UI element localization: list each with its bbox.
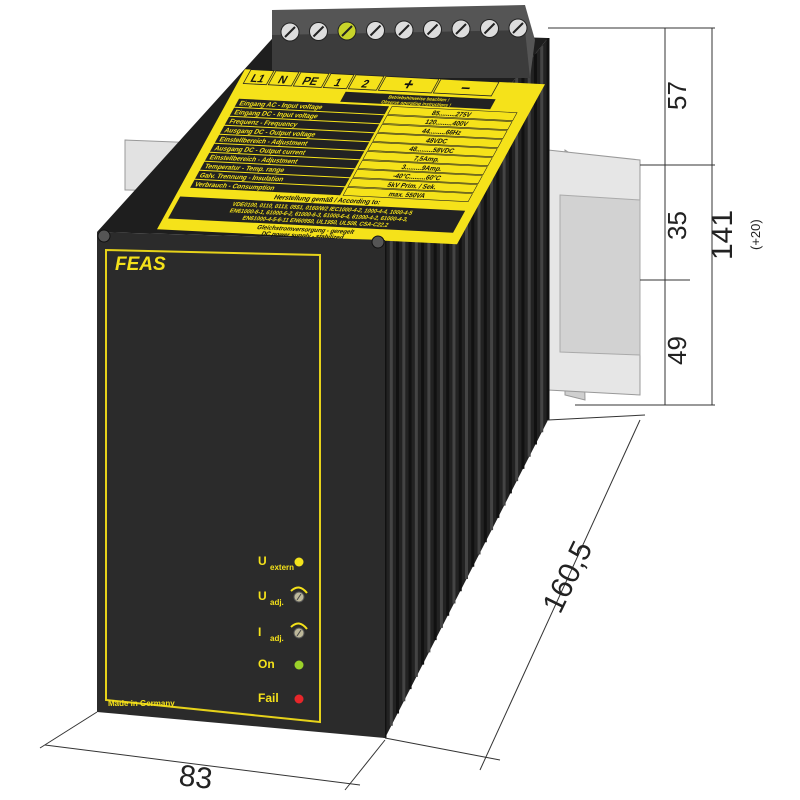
label-row-value: 48VDC [424,138,449,146]
terminal-slot [267,70,300,87]
indicator-on: On [258,657,304,671]
terminal-slot [377,75,440,94]
led-icon [294,694,304,704]
dim-top-section: 57 [662,81,692,110]
label-according-title: Herstellung gemäß / According to: [272,194,381,206]
label-row-value: 7,5Amp. [412,156,441,164]
screw-slot [426,23,439,36]
screw-slot [455,23,467,35]
label-row-name: Eingang AC - Input voltage [238,101,324,112]
indicator-label: On [258,657,275,671]
label-row-name: Eingang DC - Input voltage [233,110,320,121]
adjust-arc-icon [290,622,308,630]
label-row-name: Ausgang DC - Output voltage [223,128,317,139]
indicator-sublabel: adj. [270,634,284,643]
brand-logo: FEAS [115,254,166,275]
led-icon [294,557,304,567]
dim-rail: 35 [662,211,692,240]
indicator-fail: Fail [258,691,304,705]
label-row-name: Verbrauch - Consumption [193,182,276,192]
label-description: DC power supply - stabilized [260,231,345,242]
label-row-name: Temperatur - Temp. range [203,164,286,174]
terminal-label: PE [300,74,322,88]
label-row-name: Einstellbereich - Adjustment [218,137,310,148]
indicator-label: I [258,625,261,639]
label-row-value: max. 550VA [387,191,427,199]
label-row-name: Galv. Trennung - Insulation [198,173,285,184]
screw-slot [512,22,524,34]
terminal-slot [292,71,330,88]
indicator-label: U [258,589,267,603]
dim-height-extra: (+20) [748,219,763,250]
indicator-label: Fail [258,691,279,705]
label-row-name: Frequenz - Frequency [228,119,299,129]
screw-slot [341,25,353,37]
label-notice: Observe operating instructions ! [380,100,453,109]
indicator-sublabel: adj. [270,598,284,607]
screw-slot [284,26,296,38]
label-notice: Betriebshinweise beachten ! [387,95,451,104]
label-row-value: 48.........58VDC [407,146,455,155]
made-in-germany: Made in Germany [108,699,175,708]
adjust-arc-icon [290,586,308,594]
label-description: Gleichstromversorgung - geregelt [255,224,356,235]
label-row-value: -40°C.........60°C [391,172,443,182]
label-row-value: 44.........66Hz [420,128,463,136]
led-icon [294,660,304,670]
label-row-value: 5kV Prim. / Sek. [386,182,438,191]
screw-slot [312,25,325,38]
terminal-slot [322,73,355,90]
label-row-name: Einstellbereich - Adjustment [208,155,300,166]
label-row-value: 85.........275V [430,110,473,118]
terminal-block [272,5,535,78]
dim-bottom-section: 49 [662,336,692,365]
dim-depth: 160,5 [537,536,600,618]
label-row-value: 120.........400V [423,119,469,128]
terminal-slot [347,74,385,91]
terminal-slot [432,78,500,97]
dim-width: 83 [177,759,214,796]
indicator-sublabel: extern [270,563,294,572]
label-row-value: 3.........9Amp. [400,164,443,173]
dimension-lines [39,27,715,791]
screw-slot [369,24,382,37]
label-row-name: Ausgang DC - Output current [213,146,307,157]
screw-slot [483,22,496,35]
dim-height: 141 [706,210,739,260]
indicator-label: U [258,554,267,568]
terminal-slot [242,69,275,86]
screw-slot [398,24,410,36]
